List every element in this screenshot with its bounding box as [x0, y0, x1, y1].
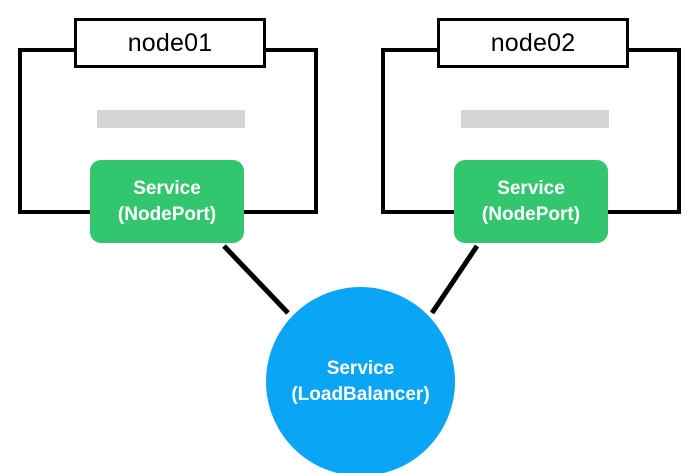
service-loadbalancer-circle: Service (LoadBalancer): [266, 287, 455, 473]
node01-label-text: node01: [127, 28, 213, 57]
node02-service-nodeport-box: Service (NodePort): [454, 160, 608, 243]
node02-pod-bar: [461, 110, 609, 128]
node01-service-subtitle: (NodePort): [117, 203, 217, 225]
node01-label-box: node01: [74, 18, 266, 68]
connector-node02-to-loadbalancer: [429, 244, 480, 315]
connector-node01-to-loadbalancer: [222, 244, 290, 315]
node02-label-text: node02: [490, 28, 576, 57]
loadbalancer-title: Service: [326, 358, 395, 380]
node02-label-box: node02: [437, 18, 629, 68]
loadbalancer-subtitle: (LoadBalancer): [291, 383, 430, 405]
node01-service-title: Service: [133, 178, 201, 200]
node02-service-subtitle: (NodePort): [481, 203, 581, 225]
node01-service-nodeport-box: Service (NodePort): [90, 160, 244, 243]
node02-service-title: Service: [497, 178, 565, 200]
node01-pod-bar: [97, 110, 245, 128]
